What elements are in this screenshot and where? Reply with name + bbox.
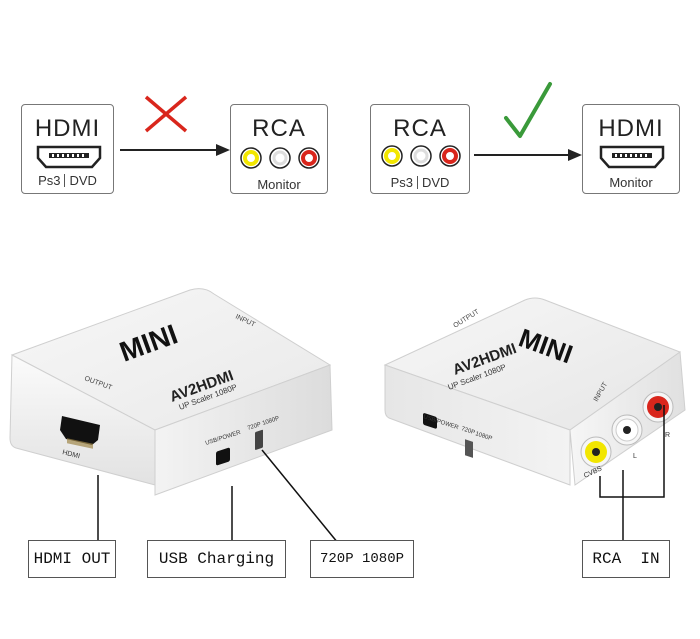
hdmi-source-devices: Ps3 DVD — [22, 173, 113, 188]
check-icon — [504, 82, 552, 138]
converter-device-back: MINI AV2HDMI UP Scaler 1080P OUTPUT INPU… — [383, 297, 686, 486]
rca-monitor-label: Monitor — [257, 177, 301, 192]
resolution-callout: 720P 1080P — [310, 540, 414, 578]
device-ps3: Ps3 — [38, 173, 61, 188]
rca-source-title: RCA — [393, 115, 447, 142]
l-label: L — [633, 453, 637, 460]
device-dvd: DVD — [421, 175, 450, 190]
converter-device-front: MINI AV2HDMI UP Scaler 1080P INPUT OUTPU… — [9, 288, 333, 496]
rca-in-callout: RCA IN — [582, 540, 670, 578]
usb-charging-label: USB Charging — [158, 550, 275, 568]
rca-monitor-title: RCA — [252, 115, 306, 142]
switch-720-label: 720P — [460, 426, 475, 436]
hdmi-port-label: HDMI — [62, 449, 81, 460]
rca-in-label: RCA IN — [592, 550, 660, 568]
rca-white-jack — [611, 414, 643, 446]
rca-jacks-icon — [240, 147, 320, 169]
wrong-arrow — [120, 144, 230, 156]
switch-1080-label: 1080P — [262, 416, 280, 427]
hdmi-monitor-box: HDMI Monitor — [582, 104, 680, 194]
resolution-label: 720P 1080P — [319, 551, 404, 567]
right-arrow — [474, 149, 582, 161]
hdmi-out-label: HDMI OUT — [33, 550, 111, 568]
usb-charging-callout: USB Charging — [147, 540, 286, 578]
hdmi-out-callout: HDMI OUT — [28, 540, 116, 578]
rca-yellow-jack — [580, 436, 612, 468]
device-dvd: DVD — [69, 173, 97, 188]
r-label: R — [665, 432, 670, 439]
hdmi-monitor-label: Monitor — [609, 175, 653, 190]
hdmi-monitor-title: HDMI — [598, 115, 664, 142]
rca-source-box: RCA Ps3 DVD — [370, 104, 470, 194]
rca-source-devices: Ps3 DVD — [371, 175, 469, 190]
rca-jacks-icon — [381, 145, 461, 167]
cross-icon — [144, 95, 188, 133]
hdmi-port-icon — [36, 145, 102, 169]
switch-720-label: 720P — [247, 422, 262, 432]
switch-1080-label: 1080P — [474, 431, 492, 442]
hdmi-source-title: HDMI — [34, 115, 101, 142]
hdmi-port-icon — [599, 145, 665, 169]
device-ps3: Ps3 — [390, 175, 413, 190]
hdmi-source-box: HDMI Ps3 DVD — [21, 104, 114, 194]
rca-monitor-box: RCA Monitor — [230, 104, 328, 194]
